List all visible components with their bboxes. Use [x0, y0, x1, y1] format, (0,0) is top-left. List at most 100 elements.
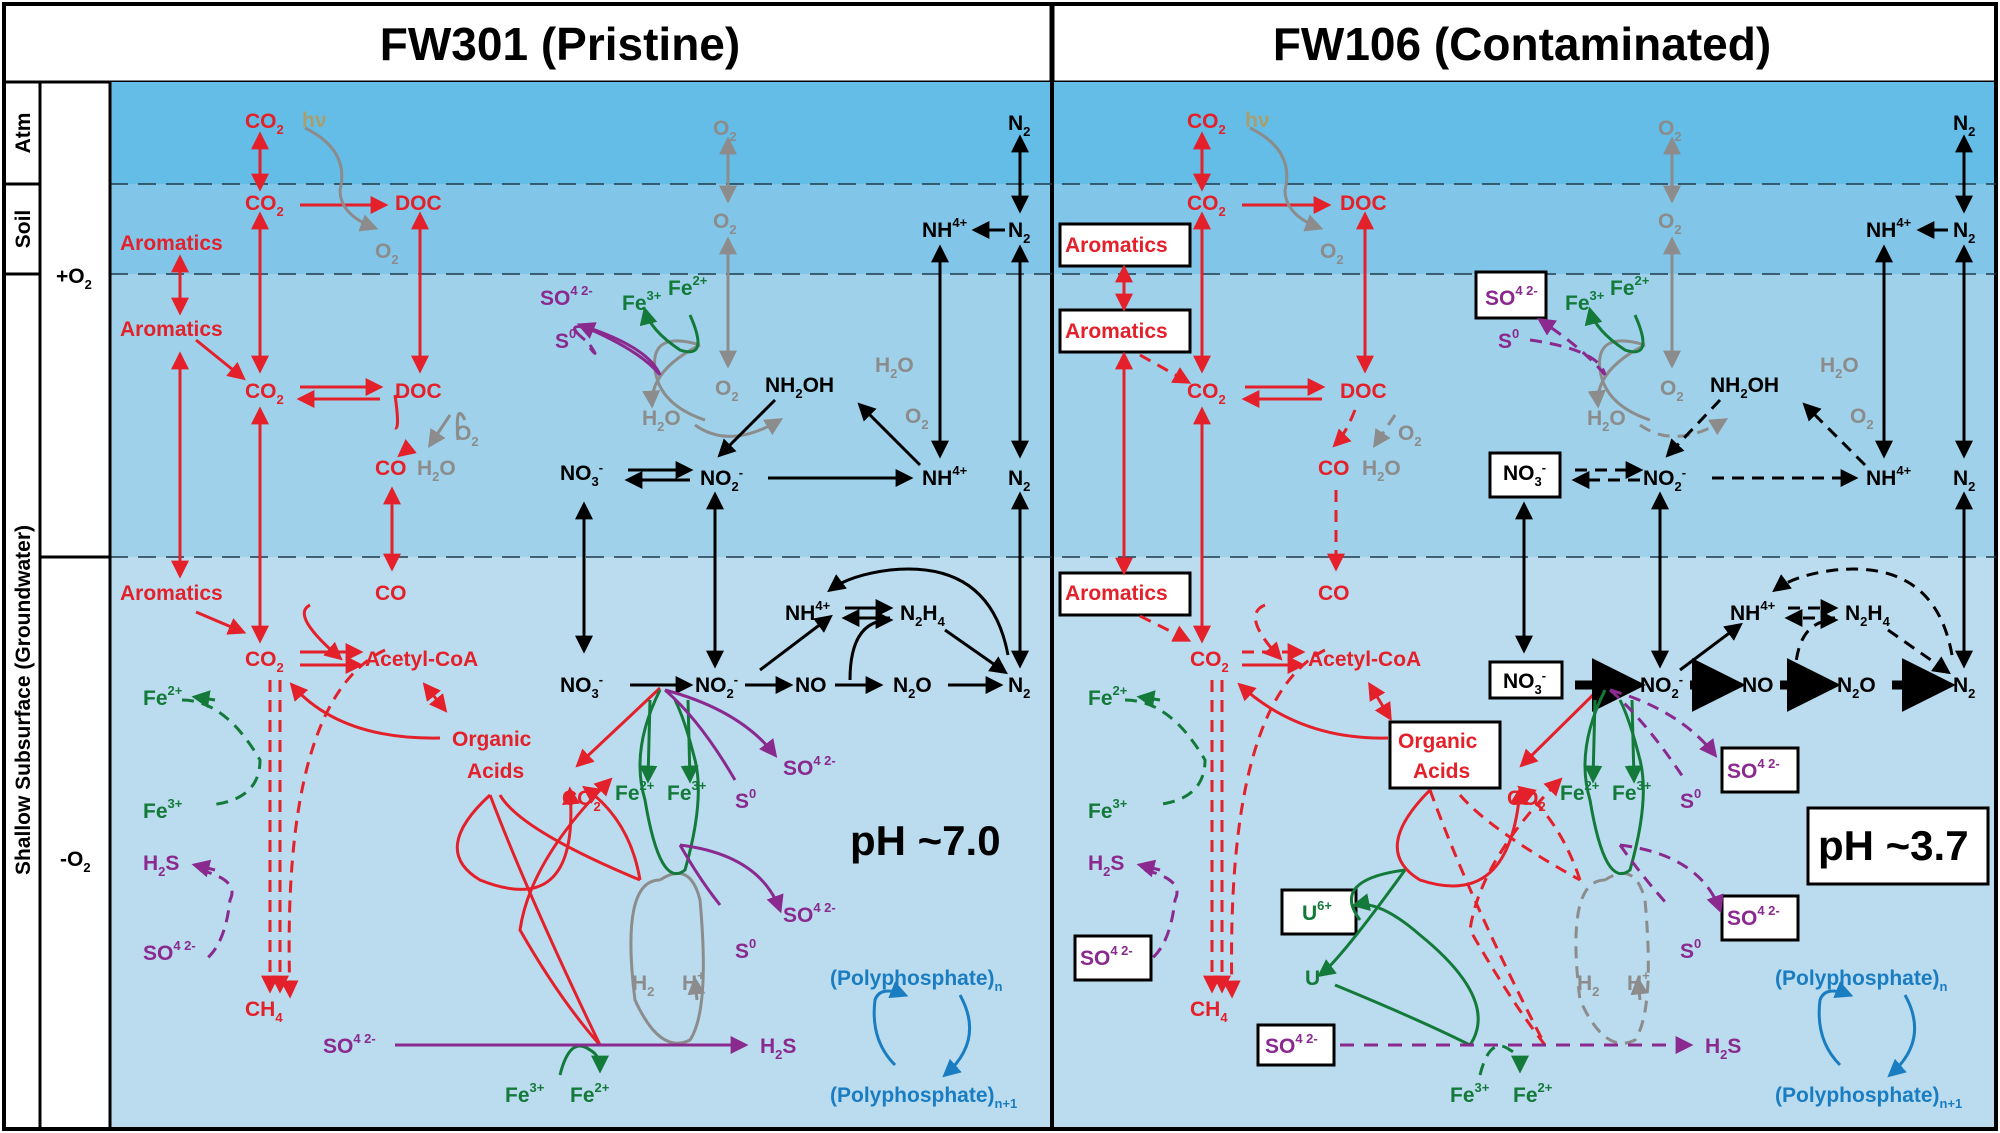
s0-anoxic-1: S0 — [735, 786, 756, 813]
so4-oxic-r: SO4 2- — [1485, 283, 1538, 310]
n2-atm-r: N2 — [1953, 112, 1975, 139]
n2-anoxic: N2 — [1008, 674, 1030, 701]
nh2oh: NH2OH — [765, 374, 834, 401]
no3-oxic-r: NO3- — [1503, 460, 1546, 489]
h2o-oxic-top-r: H2O — [1820, 354, 1859, 381]
groundwater-label: Shallow Subsurface (Groundwater) — [12, 525, 35, 875]
organic-acids-1-r: Organic — [1398, 730, 1478, 753]
nh4-soil-r: NH4+ — [1866, 215, 1912, 242]
o2-soil-r: O2 — [1658, 210, 1682, 237]
aromatics-anoxic: Aromatics — [120, 582, 223, 605]
o2-oxic-right: O2 — [905, 405, 929, 432]
h2s-left: H2S — [143, 852, 179, 879]
co-oxic-r: CO — [1318, 457, 1350, 480]
n2o: N2O — [893, 674, 932, 701]
no2-anoxic: NO2- — [695, 672, 738, 701]
phosphorus-cycle — [872, 981, 972, 1078]
fe3-oxic-r: Fe3+ — [1565, 288, 1605, 315]
fe2-oxic: Fe2+ — [668, 273, 708, 300]
iron-uranium-pathways — [1124, 306, 1645, 1076]
hplus-left: H+ — [682, 968, 705, 995]
o2-oxic-right-r: O2 — [1850, 405, 1874, 432]
soil-label: Soil — [12, 210, 35, 249]
fe3-bottom-right: Fe3+ — [1450, 1080, 1490, 1107]
fe2-oxic-r: Fe2+ — [1610, 273, 1650, 300]
highlight-boxes — [1058, 222, 1990, 1067]
depth-axis: Atm Soil Shallow Subsurface (Groundwater… — [4, 82, 112, 1129]
hplus-right: H+ — [1627, 968, 1650, 995]
no3-anoxic: NO3- — [560, 672, 603, 701]
h2-right: H2 — [1577, 972, 1599, 999]
n2-atm: N2 — [1008, 112, 1030, 139]
nitrogen-pathways — [575, 134, 1029, 694]
so4-oxic: SO4 2- — [540, 283, 593, 310]
h2o-co: H2O — [417, 457, 456, 484]
nh4-oxic-r: NH4+ — [1866, 463, 1912, 490]
fe2-left: Fe2+ — [143, 683, 183, 710]
so4-anoxic-1: SO4 2- — [783, 753, 836, 780]
co2-anoxic-r: CO2 — [1190, 648, 1229, 675]
nh4-oxic: NH4+ — [922, 463, 968, 490]
n2-oxic: N2 — [1008, 467, 1030, 494]
nh2oh-r: NH2OH — [1710, 374, 1779, 401]
u4: U4+ — [1305, 963, 1335, 990]
fe3-left-r: Fe3+ — [1088, 796, 1128, 823]
n2o-r: N2O — [1837, 674, 1876, 701]
organic-acids-1: Organic — [452, 728, 532, 751]
doc-oxic-r: DOC — [1340, 380, 1387, 403]
o2-oxic: O2 — [715, 377, 739, 404]
co2-oxic-r: CO2 — [1187, 380, 1226, 407]
h2-left: H2 — [632, 972, 654, 999]
aromatics-oxic: Aromatics — [120, 318, 223, 341]
o2-co-oxidation-r: O2 — [1398, 422, 1422, 449]
co2-atm: CO2 — [245, 110, 284, 137]
polyphosphate-n1-left: (Polyphosphate)n+1 — [830, 1084, 1017, 1111]
co-oxic: CO — [375, 457, 407, 480]
acetyl-coa-r: Acetyl-CoA — [1308, 648, 1421, 671]
h2o-oxic: H2O — [642, 407, 681, 434]
h2o-oxic-r: H2O — [1587, 407, 1626, 434]
o2-soil-product: O2 — [375, 240, 399, 267]
photon-hv: hν — [302, 109, 327, 132]
o2-soil-product-r: O2 — [1320, 240, 1344, 267]
photon-hv-r: hν — [1245, 109, 1270, 132]
nh4-soil: NH4+ — [922, 215, 968, 242]
organic-acids-2-r: Acids — [1413, 760, 1470, 783]
fe2-bottom-left: Fe2+ — [570, 1080, 610, 1107]
n2h4-r: N2H4 — [1845, 602, 1891, 629]
n2-soil: N2 — [1008, 219, 1030, 246]
so4-left-r: SO4 2- — [1080, 943, 1133, 970]
fe3-center-r: Fe3+ — [1612, 778, 1652, 805]
co2-soil-r: CO2 — [1187, 192, 1226, 219]
co2-atm-r: CO2 — [1187, 110, 1226, 137]
no-r: NO — [1742, 674, 1774, 697]
atm-label: Atm — [12, 113, 35, 154]
co2-anoxic: CO2 — [245, 648, 284, 675]
h2o-oxic-top: H2O — [875, 354, 914, 381]
n2-anoxic-r: N2 — [1953, 674, 1975, 701]
s0-anoxic-2-r: S0 — [1680, 936, 1701, 963]
acetyl-coa: Acetyl-CoA — [365, 648, 478, 671]
fe3-oxic: Fe3+ — [622, 288, 662, 315]
fe3-left: Fe3+ — [143, 796, 183, 823]
co-anoxic-r: CO — [1318, 582, 1350, 605]
aromatics-anoxic-r: Aromatics — [1065, 582, 1168, 605]
left-panel: CO2 hν O2 N2 CO2 DOC O2 O2 Aromatics NH4… — [120, 109, 1030, 1111]
so4-bottom-right: SO4 2- — [1265, 1031, 1318, 1058]
organic-acids-2: Acids — [467, 760, 524, 783]
doc-oxic: DOC — [395, 380, 442, 403]
ch4-right: CH4 — [1190, 998, 1228, 1025]
no2-oxic-r: NO2- — [1643, 465, 1686, 494]
fe2-center-r: Fe2+ — [1560, 778, 1600, 805]
h2s-bottom-left: H2S — [760, 1035, 796, 1062]
co2-acids: CO2 — [562, 787, 601, 814]
fe3-bottom-left: Fe3+ — [505, 1080, 545, 1107]
n2h4: N2H4 — [900, 602, 946, 629]
sulfur-pathways-right — [1136, 318, 1724, 1054]
co2-acids-r: CO2 — [1507, 787, 1546, 814]
no2-oxic: NO2- — [700, 465, 743, 494]
s0-anoxic-2: S0 — [735, 936, 756, 963]
carbon-pathways-right — [1115, 131, 1602, 1046]
doc-soil-r: DOC — [1340, 192, 1387, 215]
